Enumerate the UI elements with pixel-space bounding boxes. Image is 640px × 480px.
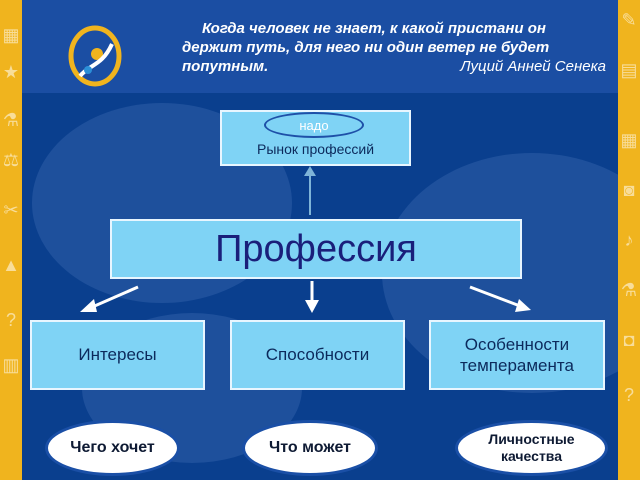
arrow-to-interests xyxy=(89,285,139,310)
quote-author: Луций Анней Сенека xyxy=(460,58,606,75)
wants-oval: Чего хочет xyxy=(45,420,180,476)
calculator-icon: ▤ xyxy=(620,60,638,80)
camera-icon: ◙ xyxy=(623,180,635,200)
arrow-to-temperament xyxy=(469,285,521,308)
abilities-box: Способности xyxy=(230,320,405,390)
epigraph-quote: Когда человек не знает, к какой пристани… xyxy=(182,19,622,76)
profession-box: Профессия xyxy=(110,219,522,279)
ruler-icon: ▥ xyxy=(2,355,20,375)
quote-line-1: Когда человек не знает, к какой пристани… xyxy=(202,20,546,37)
scissors-icon: ✂ xyxy=(3,200,19,220)
table-icon: ▦ xyxy=(2,25,20,45)
grid-icon: ▦ xyxy=(620,130,638,150)
quote-line-2: держит путь, для него ни один ветер не б… xyxy=(182,39,550,56)
flask-icon: ⚗ xyxy=(620,280,638,300)
right-icon-strip: ✎ ▤ ▦ ◙ ♪ ⚗ ◘ ? xyxy=(618,0,640,480)
pencil-icon: ✎ xyxy=(621,10,637,30)
bag-icon: ◘ xyxy=(623,330,635,350)
quote-line-3: попутным. xyxy=(182,58,269,75)
star-icon: ★ xyxy=(2,62,20,82)
flask-icon: ⚗ xyxy=(2,110,20,130)
triangle-icon: ▲ xyxy=(2,255,20,275)
personal-qualities-oval: Личностные качества xyxy=(455,420,608,476)
question-icon: ? xyxy=(623,385,634,405)
left-icon-strip: ▦ ★ ⚗ ⚖ ✂ ▲ ? ▥ xyxy=(0,0,22,480)
market-need-pill: надо xyxy=(264,112,364,138)
treble-clef-icon: ♪ xyxy=(624,230,634,250)
scales-icon: ⚖ xyxy=(2,150,20,170)
can-oval: Что может xyxy=(242,420,378,476)
logo-icon xyxy=(68,25,122,87)
interests-box: Интересы xyxy=(30,320,205,390)
question-icon: ? xyxy=(5,310,16,330)
temperament-box: Особенности темперамента xyxy=(429,320,605,390)
